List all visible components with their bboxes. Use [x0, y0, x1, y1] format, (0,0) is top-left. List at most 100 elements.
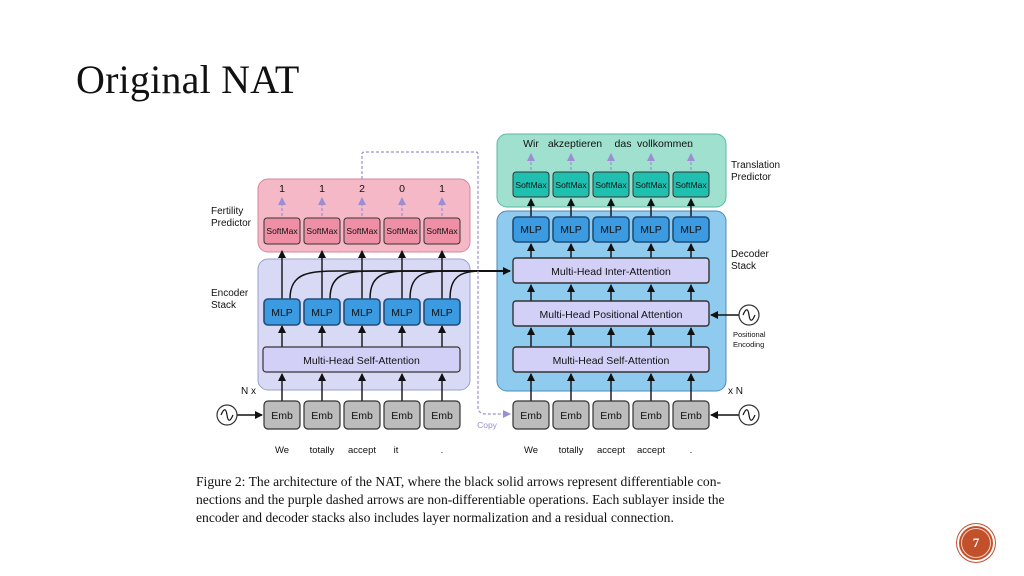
encoder-mlp-label: MLP	[351, 307, 373, 319]
decoder-emb-label: Emb	[640, 410, 662, 422]
encoder-mlp-label: MLP	[431, 307, 453, 319]
fertility-softmax-box	[263, 217, 301, 245]
encoder-input-word: We	[275, 445, 289, 456]
copy-label: Copy	[477, 420, 498, 430]
copy-dashed-arrow	[361, 151, 511, 418]
caption-line: nections and the purple dashed arrows ar…	[196, 492, 725, 507]
encoder-to-decoder-curve	[369, 270, 506, 300]
encoder-emb-label: Emb	[311, 410, 333, 422]
decoder-mlp-label: MLP	[640, 224, 662, 236]
decoder-stack-label: Stack	[731, 261, 757, 272]
figure-caption: Figure 2: The architecture of the NAT, w…	[196, 473, 816, 527]
decoder-mlp-label: MLP	[680, 224, 702, 236]
page-number: 7	[972, 535, 980, 550]
encoder-positional-encoding-icon-wave	[220, 409, 234, 421]
decoder-mlp-box	[592, 216, 630, 243]
decoder-inter-attention-label: Multi-Head Inter-Attention	[551, 266, 671, 278]
encoder-mlp-box	[383, 298, 421, 326]
fertility-softmax-label: SoftMax	[266, 226, 298, 236]
decoder-emb-label: Emb	[560, 410, 582, 422]
encoder-mlp-label: MLP	[271, 307, 293, 319]
fertility-softmax-label: SoftMax	[426, 226, 458, 236]
translation-softmax-label: SoftMax	[515, 180, 547, 190]
translation-predictor-label: Predictor	[731, 172, 772, 183]
fertility-softmax-label: SoftMax	[386, 226, 418, 236]
encoder-input-word: totally	[310, 445, 335, 456]
encoder-input-word: it	[394, 445, 399, 456]
decoder-emb-label: Emb	[600, 410, 622, 422]
translation-softmax-label: SoftMax	[555, 180, 587, 190]
encoder-emb-box	[343, 400, 381, 430]
positional-encoding-label: Encoding	[733, 340, 764, 349]
fertility-softmax-box	[383, 217, 421, 245]
encoder-emb-box	[423, 400, 461, 430]
translation-softmax-label: SoftMax	[675, 180, 707, 190]
encoder-to-decoder-curve	[289, 270, 506, 300]
decoder-emb-box	[512, 400, 550, 430]
encoder-emb-label: Emb	[391, 410, 413, 422]
encoder-input-word: .	[441, 445, 444, 456]
decoder-mlp-label: MLP	[600, 224, 622, 236]
encoder-mlp-box	[423, 298, 461, 326]
decoder-emb-box	[632, 400, 670, 430]
decoder-mlp-label: MLP	[560, 224, 582, 236]
translation-softmax-box	[592, 171, 630, 198]
encoder-repeat-label: N x	[241, 386, 256, 397]
translation-word: .	[689, 138, 692, 150]
decoder-positional-attention-label: Multi-Head Positional Attention	[540, 309, 683, 321]
positional-encoding-label: Positional	[733, 330, 766, 339]
slide-title: Original NAT	[76, 57, 300, 102]
caption-line: Figure 2: The architecture of the NAT, w…	[196, 474, 722, 489]
decoder-emb-label: Emb	[520, 410, 542, 422]
encoder-mlp-box	[263, 298, 301, 326]
encoder-input-word: accept	[348, 445, 376, 456]
fertility-softmax-box	[343, 217, 381, 245]
fertility-value: 1	[439, 183, 445, 195]
encoder-emb-box	[383, 400, 421, 430]
encoder-emb-label: Emb	[271, 410, 293, 422]
translation-word: das	[615, 138, 632, 150]
fertility-softmax-box	[303, 217, 341, 245]
decoder-input-word: accept	[637, 445, 665, 456]
translation-word: Wir	[523, 138, 539, 150]
translation-word: akzeptieren	[548, 138, 602, 150]
decoder-emb-label: Emb	[680, 410, 702, 422]
fertility-softmax-label: SoftMax	[306, 226, 338, 236]
decoder-inter-attention-box	[512, 257, 710, 284]
decoder-emb-box	[592, 400, 630, 430]
decoder-input-word: accept	[597, 445, 625, 456]
decoder-input-word: totally	[559, 445, 584, 456]
page-number-badge: 7	[957, 524, 995, 562]
fertility-softmax-box	[423, 217, 461, 245]
encoder-mlp-label: MLP	[391, 307, 413, 319]
decoder-input-word: .	[690, 445, 693, 456]
decoder-self-attention-box	[512, 346, 710, 373]
encoder-mlp-box	[303, 298, 341, 326]
decoder-stack-label: Decoder	[731, 249, 769, 260]
fertility-softmax-label: SoftMax	[346, 226, 378, 236]
decoder-self-attention-label: Multi-Head Self-Attention	[553, 355, 670, 367]
fertility-value: 1	[279, 183, 285, 195]
decoder-positional-attention-pe-icon-wave	[742, 309, 756, 321]
encoder-mlp-box	[343, 298, 381, 326]
fertility-predictor-label: Fertility	[211, 206, 243, 217]
decoder-emb-box	[552, 400, 590, 430]
decoder-mlp-label: MLP	[520, 224, 542, 236]
caption-line: encoder and decoder stacks also includes…	[196, 510, 674, 525]
translation-softmax-box	[552, 171, 590, 198]
translation-softmax-label: SoftMax	[635, 180, 667, 190]
translation-softmax-box	[672, 171, 710, 198]
fertility-value: 1	[319, 183, 325, 195]
translation-predictor-label: Translation	[731, 160, 780, 171]
encoder-emb-box	[303, 400, 341, 430]
decoder-positional-attention-box	[512, 300, 710, 327]
decoder-input-word: We	[524, 445, 538, 456]
encoder-self-attention-label: Multi-Head Self-Attention	[303, 355, 420, 367]
encoder-emb-label: Emb	[351, 410, 373, 422]
decoder-positional-encoding-icon-wave	[742, 409, 756, 421]
decoder-mlp-box	[512, 216, 550, 243]
nat-architecture-diagram: FertilityPredictorEncoderStackTranslatio…	[211, 133, 780, 456]
decoder-emb-box	[672, 400, 710, 430]
encoder-stack-label: Stack	[211, 300, 237, 311]
encoder-to-decoder-curve	[329, 270, 506, 300]
